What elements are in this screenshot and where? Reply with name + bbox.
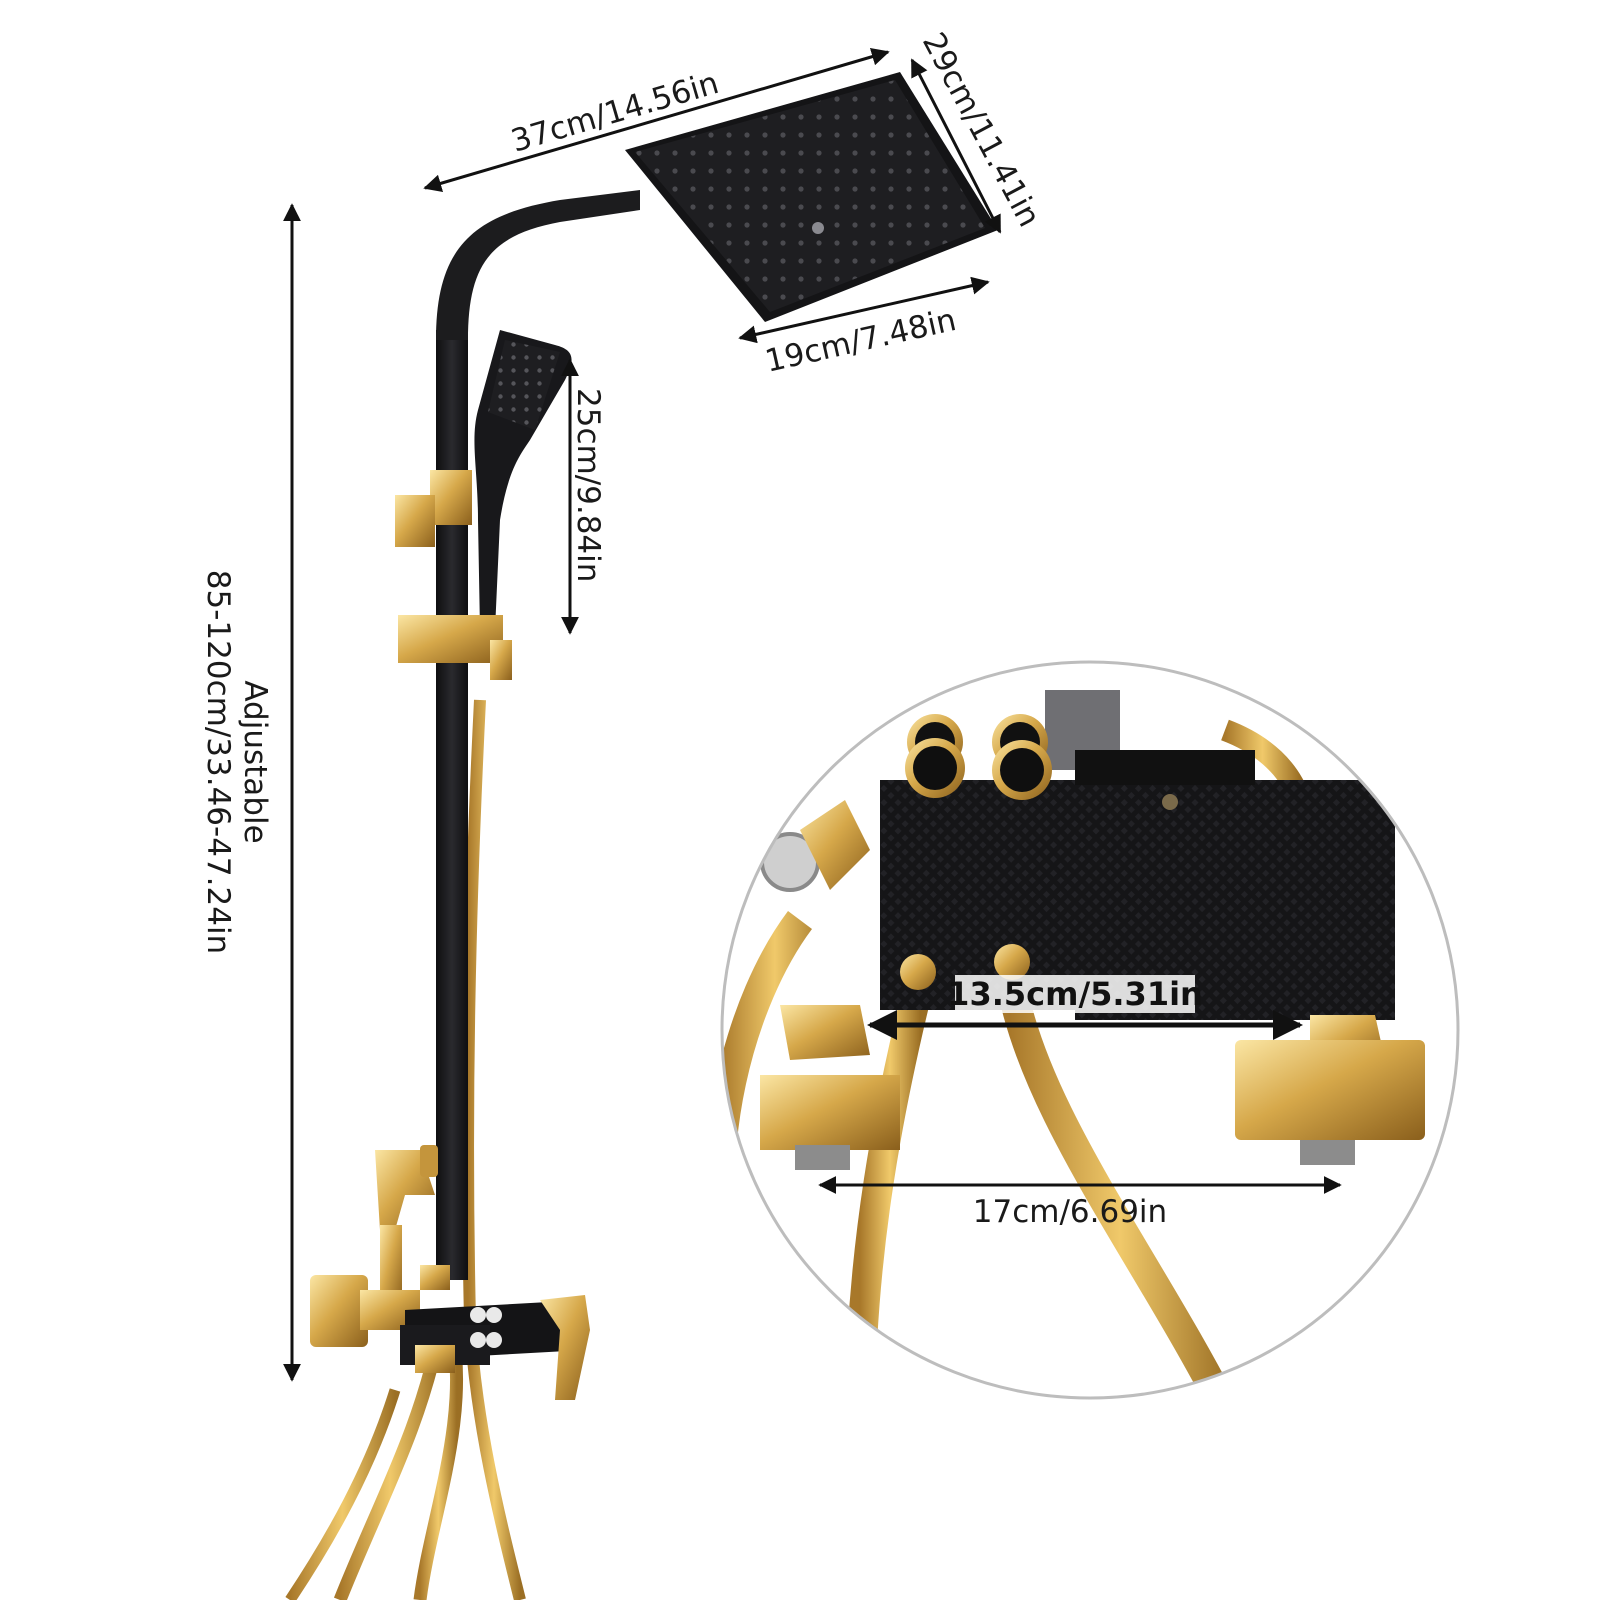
- handheld-shower-icon: [474, 330, 572, 630]
- head-bottom-label: 19cm/7.48in: [762, 302, 960, 380]
- arrow-icon: [738, 276, 990, 344]
- inlet-spacing-label: 13.5cm/5.31in: [947, 975, 1203, 1013]
- detail-inset: 13.5cm/5.31in 17cm/6.69in: [720, 660, 1460, 1400]
- height-value-label: 85-120cm/33.46-47.24in: [200, 570, 236, 954]
- shower-arm: [436, 190, 640, 340]
- arrow-icon: [910, 58, 1002, 234]
- holder-bracket: [395, 470, 512, 680]
- mixer-valve-icon: [310, 1265, 590, 1400]
- base-width-label: 17cm/6.69in: [973, 1194, 1167, 1230]
- bidet-sprayer-icon: [375, 1145, 438, 1305]
- height-adjustable-label: Adjustable: [237, 680, 273, 843]
- mixer-buttons: [905, 714, 1052, 800]
- shower-system: [285, 72, 998, 1600]
- dimension-lines: [283, 47, 1002, 1382]
- handheld-length-label: 25cm/9.84in: [570, 388, 606, 582]
- detail-circle-border: [720, 660, 1460, 1400]
- arrow-icon: [423, 47, 890, 193]
